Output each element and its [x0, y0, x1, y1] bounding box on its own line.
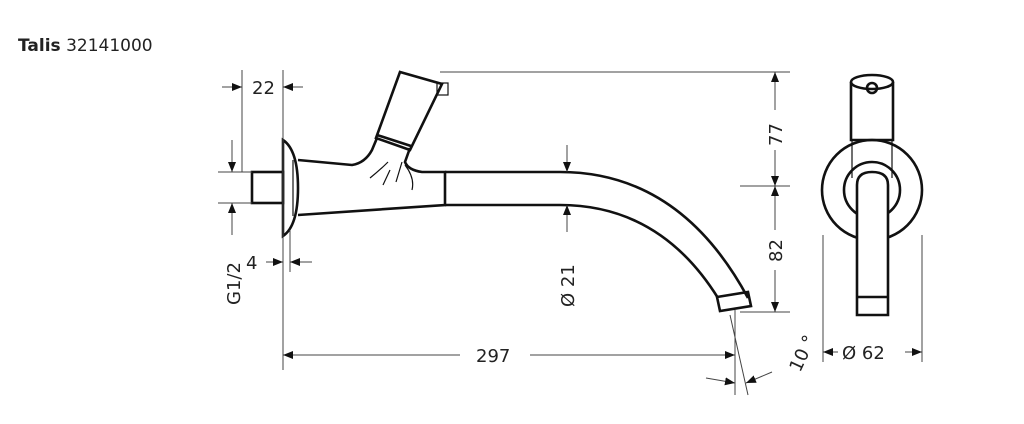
- model-number: 32141000: [66, 36, 153, 56]
- handle-indicator: [865, 81, 879, 95]
- front-spout: [855, 170, 890, 317]
- handle-tab: [436, 82, 449, 96]
- spout: [445, 170, 750, 299]
- dim-10deg: 10 °: [785, 332, 820, 375]
- dim-g12: G1/2: [224, 262, 245, 305]
- dim-4: 4: [246, 253, 257, 274]
- front-view: [820, 73, 924, 317]
- front-handle: [849, 82, 895, 142]
- valve-body: [297, 137, 447, 217]
- wall-plate: [281, 137, 300, 239]
- dim-22: 22: [252, 78, 275, 99]
- dim-82: 82: [766, 239, 787, 262]
- spout-outlet: [715, 290, 753, 313]
- dim-d21: Ø 21: [558, 264, 579, 307]
- dimension-lines: [218, 70, 923, 396]
- valve-handle: [374, 70, 444, 152]
- product-title: Talis 32141000: [18, 36, 153, 56]
- dimension-labels: 22 G1/2 4 Ø 21 77 82 297 10 ° Ø 62: [224, 78, 885, 375]
- brand-name: Talis: [18, 36, 61, 56]
- dim-77: 77: [766, 123, 787, 146]
- connection-stub: [250, 170, 285, 205]
- dim-297: 297: [476, 346, 510, 367]
- side-view: [250, 70, 753, 313]
- dim-d62: Ø 62: [842, 343, 885, 364]
